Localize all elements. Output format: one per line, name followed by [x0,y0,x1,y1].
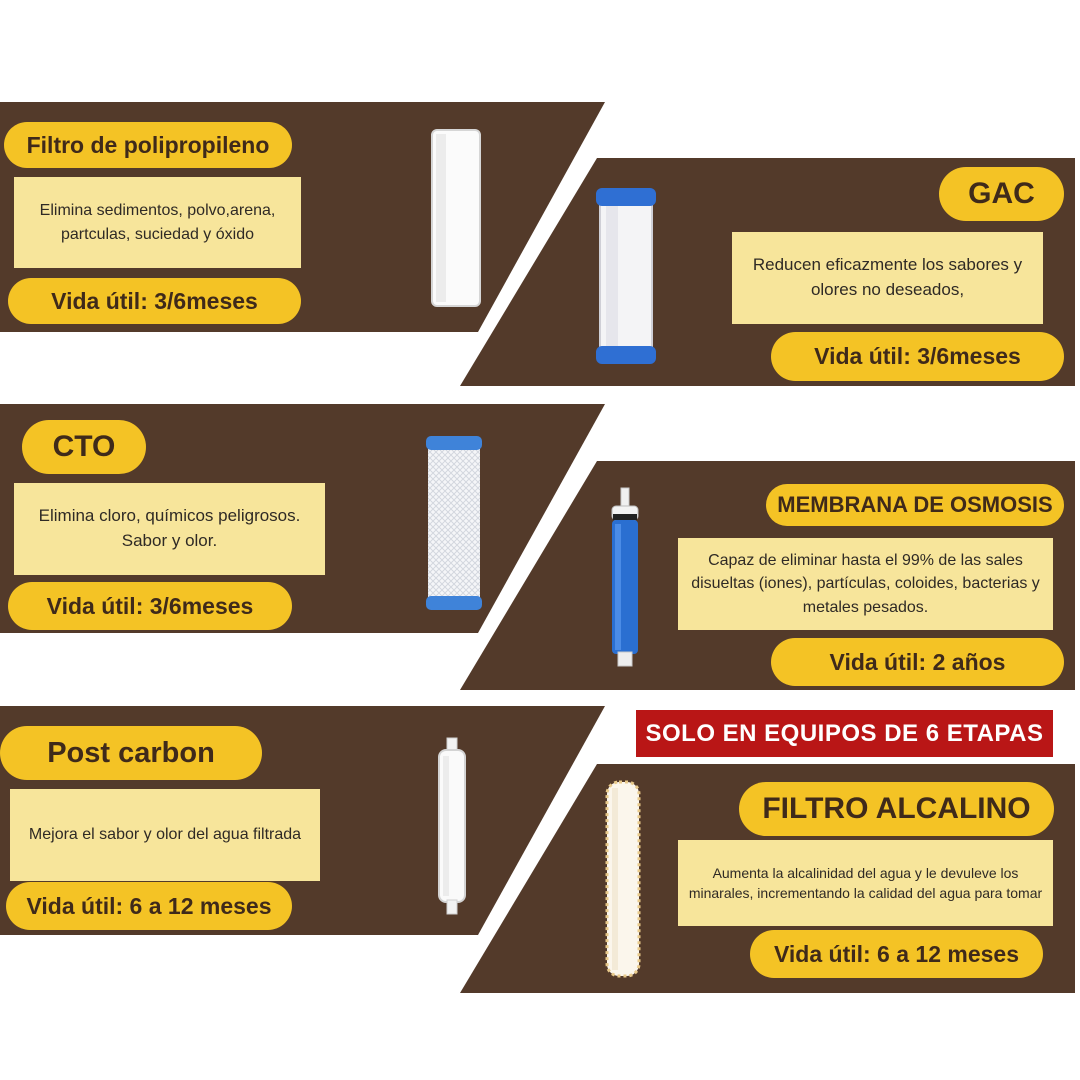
filter-description-post-carbon: Mejora el sabor y olor del agua filtrada [10,789,320,881]
ro-membrane-icon [611,487,639,667]
filter-title-post-carbon: Post carbon [0,726,262,780]
alkaline-filter-icon [605,780,641,978]
filter-title-cto: CTO [22,420,146,474]
filter-description-cto: Elimina cloro, químicos peligrosos. Sabo… [14,483,325,575]
filter-description-polypropylene: Elimina sedimentos, polvo,arena, partcul… [14,177,301,268]
filter-title-alkaline: FILTRO ALCALINO [739,782,1054,836]
filter-title-polypropylene: Filtro de polipropileno [4,122,292,168]
inline-post-carbon-filter-icon [438,737,466,915]
filter-title-gac: GAC [939,167,1064,221]
filter-lifespan-post-carbon: Vida útil: 6 a 12 meses [6,882,292,930]
filter-description-alkaline: Aumenta la alcalinidad del agua y le dev… [678,840,1053,926]
filter-title-ro-membrane: MEMBRANA DE OSMOSIS [766,484,1064,526]
six-stage-banner: SOLO EN EQUIPOS DE 6 ETAPAS [636,710,1053,757]
filter-lifespan-gac: Vida útil: 3/6meses [771,332,1064,381]
filter-description-gac: Reducen eficazmente los sabores y olores… [732,232,1043,324]
white-sediment-cartridge-icon [431,129,481,307]
filter-lifespan-alkaline: Vida útil: 6 a 12 meses [750,930,1043,978]
filter-lifespan-ro-membrane: Vida útil: 2 años [771,638,1064,686]
filter-description-ro-membrane: Capaz de eliminar hasta el 99% de las sa… [678,538,1053,630]
blue-capped-carbon-cartridge-icon [596,188,656,364]
carbon-block-cartridge-icon [426,436,482,610]
filter-lifespan-cto: Vida útil: 3/6meses [8,582,292,630]
filter-lifespan-polypropylene: Vida útil: 3/6meses [8,278,301,324]
